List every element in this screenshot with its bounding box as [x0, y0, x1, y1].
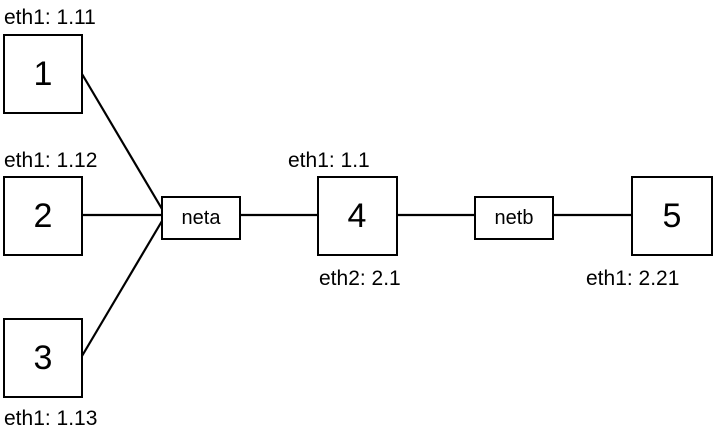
node-1: 1 eth1: 1.11 — [3, 6, 96, 114]
node-4-eth2-label: eth2: 2.1 — [319, 267, 401, 290]
node-2-box — [3, 176, 83, 256]
node-5-box — [631, 176, 713, 256]
node-2-label: 2 — [34, 197, 53, 235]
network-neta-label: neta — [182, 207, 222, 229]
node-4-box — [317, 176, 398, 256]
node-4-label: 4 — [348, 197, 367, 235]
network-neta-box — [161, 196, 241, 240]
links — [81, 73, 632, 357]
network-neta: neta — [161, 196, 241, 240]
node-5: 5 eth1: 2.21 — [586, 176, 713, 290]
node-5-label: 5 — [663, 197, 682, 235]
network-netb: netb — [474, 196, 554, 240]
node-3-box — [3, 318, 83, 398]
node-4-eth1-label: eth1: 1.1 — [288, 149, 370, 172]
node-4: 4 eth1: 1.1 eth2: 2.1 — [288, 149, 401, 290]
node-2-eth1-label: eth1: 1.12 — [4, 149, 97, 172]
node-1-label: 1 — [34, 55, 53, 93]
node-1-eth1-label: eth1: 1.11 — [4, 6, 96, 29]
link-3-neta — [81, 220, 163, 357]
network-netb-box — [474, 196, 554, 240]
node-3-eth1-label: eth1: 1.13 — [4, 407, 97, 430]
node-3: 3 eth1: 1.13 — [3, 318, 97, 430]
network-netb-label: netb — [495, 207, 534, 229]
node-1-box — [3, 34, 83, 114]
node-5-eth1-label: eth1: 2.21 — [586, 267, 679, 290]
link-1-neta — [81, 73, 163, 210]
node-2: 2 eth1: 1.12 — [3, 149, 97, 256]
node-3-label: 3 — [34, 339, 53, 377]
